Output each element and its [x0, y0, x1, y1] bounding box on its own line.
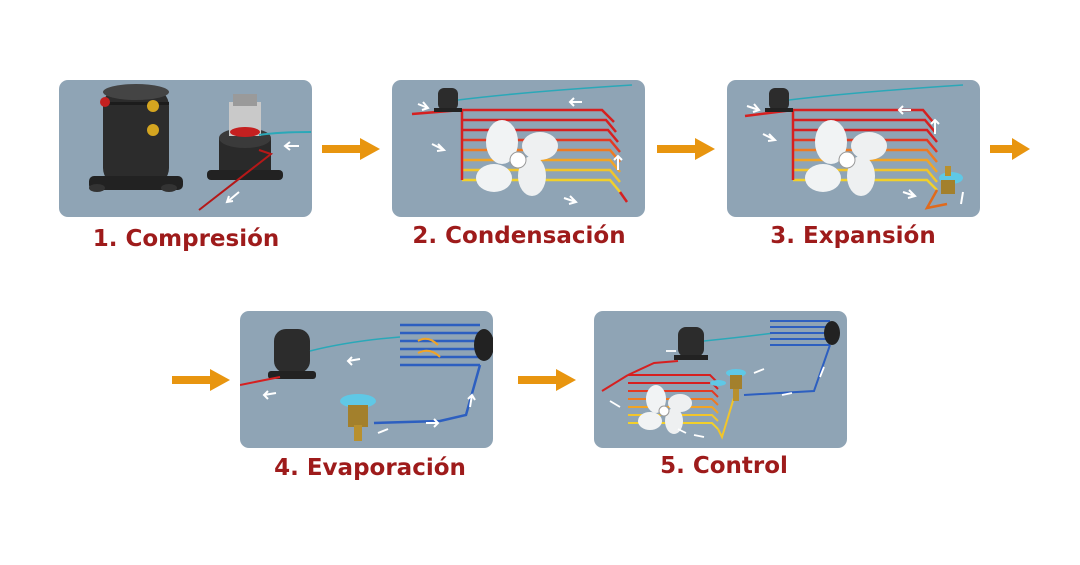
expansion-valve-icon	[939, 166, 963, 194]
flow-arrow-icon	[657, 138, 715, 160]
step-3-label: 3. Expansión	[770, 223, 936, 249]
compressor-icon	[240, 329, 316, 386]
fan-housing-icon	[824, 321, 840, 345]
flow-arrow-icon	[225, 141, 299, 204]
flow-arrow-icon	[417, 97, 623, 205]
step-2-condensation-panel	[392, 80, 645, 217]
expansion-valve-icon	[710, 369, 746, 401]
flow-arrow-icon	[609, 350, 825, 438]
step-1-compression-panel	[59, 80, 312, 217]
step-4-evaporation-panel	[240, 311, 493, 448]
compressor-icon	[674, 327, 775, 360]
compressor-icon	[765, 84, 964, 112]
evaporator-coil-icon	[743, 320, 831, 396]
condenser-coil-icon	[411, 108, 629, 203]
flow-arrow-icon	[518, 369, 576, 391]
step-3-expansion-panel	[727, 80, 980, 217]
fan-icon	[476, 120, 558, 196]
compressor-icon	[434, 84, 633, 112]
fan-icon	[638, 385, 692, 434]
flow-arrow-icon	[990, 138, 1030, 160]
compressor-icon	[89, 84, 183, 192]
fan-icon	[805, 120, 887, 196]
step-4-label: 4. Evaporación	[274, 455, 466, 481]
step-5-control-panel	[594, 311, 847, 448]
flow-arrow-icon	[262, 356, 476, 434]
step-1-label: 1. Compresión	[92, 226, 280, 252]
expansion-valve-icon	[340, 394, 376, 441]
fan-housing-icon	[474, 329, 493, 361]
step-2-label: 2. Condensación	[412, 223, 626, 249]
flow-arrow-icon	[746, 103, 964, 205]
step-5-label: 5. Control	[660, 453, 788, 479]
evaporator-coil-icon	[373, 323, 482, 425]
flow-arrow-icon	[322, 138, 380, 160]
compressor-cutaway-icon	[198, 94, 312, 211]
flow-arrow-icon	[172, 369, 230, 391]
